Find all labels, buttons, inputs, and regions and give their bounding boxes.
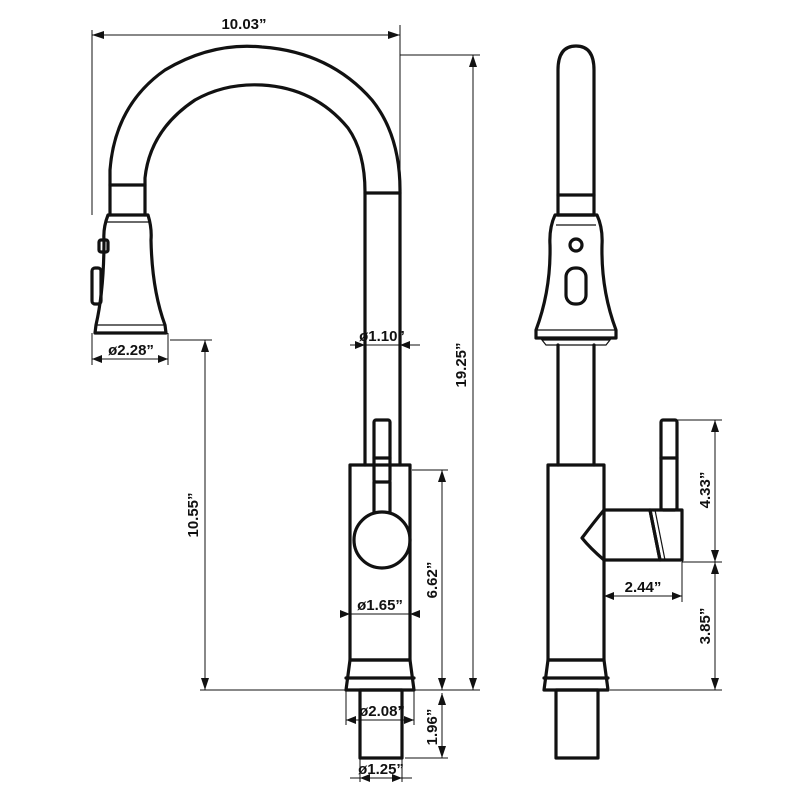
dim-overall-height: 19.25” [400, 54, 480, 691]
dim-handle-height: 4.33” [677, 419, 722, 563]
side-tube [556, 343, 596, 467]
handle-reach-label: 2.44” [625, 579, 662, 596]
dim-spray-head-diameter: ø2.28” [91, 333, 169, 365]
reach-height-label: 10.55” [185, 492, 202, 537]
side-body [542, 418, 684, 760]
side-spout [556, 44, 596, 217]
body-diameter-label: ø1.65” [357, 597, 403, 614]
shank-length-label: 1.96” [424, 709, 441, 746]
front-view: 10.03” ø2.28” ø1.10” 19.25” [90, 16, 480, 782]
overall-height-label: 19.25” [453, 342, 470, 387]
dim-shank-length: 1.96” [405, 693, 448, 759]
dim-body-diameter: ø1.65” [340, 597, 420, 618]
dim-reach-height: 10.55” [170, 339, 346, 691]
handle-height-label: 4.33” [697, 472, 714, 509]
body-height-label: 6.62” [424, 562, 441, 599]
dim-base-diameter: ø2.08” [345, 690, 415, 725]
spout-diameter-label: ø1.10” [359, 328, 405, 345]
side-view: 4.33” 2.44” 3.85” [534, 44, 722, 760]
side-spray-head [534, 213, 618, 346]
shank-diameter-label: ø1.25” [358, 761, 404, 778]
dim-handle-reach: 2.44” [604, 562, 683, 602]
spray-head-diameter-label: ø2.28” [108, 342, 154, 359]
dim-spout-diameter: ø1.10” [350, 328, 420, 349]
overall-width-label: 10.03” [221, 16, 266, 33]
dim-overall-width: 10.03” [91, 16, 401, 215]
dim-shank-diameter: ø1.25” [350, 758, 412, 782]
base-diameter-label: ø2.08” [359, 703, 405, 720]
base-to-handle-label: 3.85” [697, 608, 714, 645]
front-spout [108, 44, 402, 467]
dim-body-height: 6.62” [412, 469, 448, 690]
dim-base-to-handle: 3.85” [610, 562, 722, 691]
front-spray-head [90, 213, 168, 335]
